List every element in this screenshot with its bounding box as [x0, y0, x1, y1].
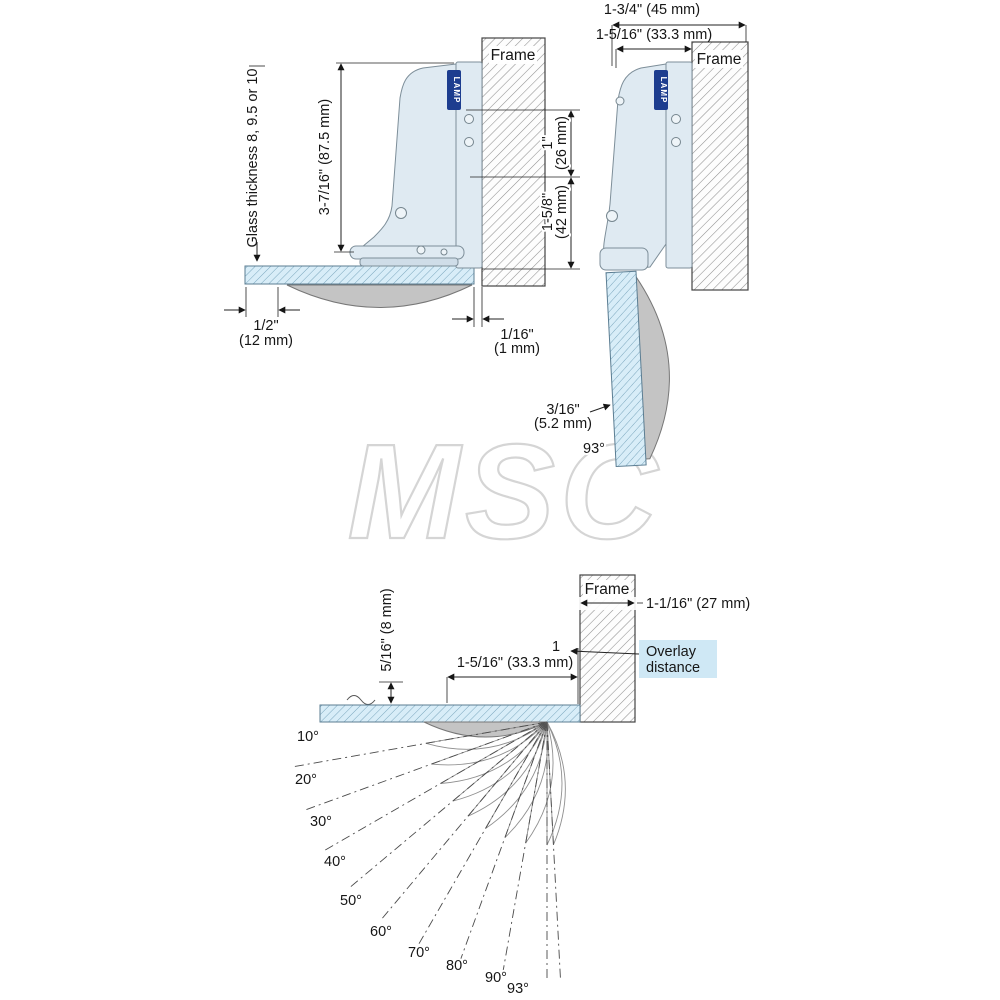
door-bumper-closed: [423, 721, 548, 738]
door-angle-label: 93°: [507, 981, 529, 997]
door-swing-position: [323, 721, 548, 852]
hinge-arm: [360, 63, 457, 248]
glass-panel: [244, 265, 475, 285]
hinge-screw: [464, 114, 474, 124]
door-swing-position: [292, 721, 548, 768]
frame-label: Frame: [697, 51, 742, 68]
door-swing-position: [304, 721, 548, 811]
door-thickness-label: 3/16": [546, 402, 579, 418]
hinge-backplate: [455, 61, 483, 269]
door-angle-label: 10°: [297, 729, 319, 745]
door-angle-label: 90°: [485, 970, 507, 986]
center-dimension-chain: 1" (26 mm) 1-5/8" (42 mm): [466, 109, 580, 270]
msc-watermark: MSC: [348, 416, 663, 567]
hinge-screw: [671, 114, 681, 124]
overlay-callout-box: [639, 640, 717, 678]
open-angle-label: 93°: [583, 441, 605, 457]
door-swing-position: [380, 721, 548, 920]
hinge-screw: [440, 248, 448, 256]
door-swing-line: [323, 721, 548, 852]
door-swing-position: [546, 721, 566, 980]
door-bumper: [286, 284, 473, 308]
top-dim-label: 1-3/4" (45 mm): [604, 2, 700, 18]
door-angle-label: 50°: [340, 893, 362, 909]
hinge-screw: [416, 245, 426, 255]
door-blade-outline: [431, 721, 548, 766]
door-blade-outline: [425, 721, 548, 750]
door-angle-label: 40°: [324, 854, 346, 870]
door-thickness-mm-label: (5.2 mm): [534, 416, 592, 432]
lower-dim-label: 1-5/8": [540, 193, 556, 231]
frame-label-bg: [695, 50, 743, 68]
door-blade-outline: [452, 721, 548, 802]
overlay-callout-line1: Overlay: [646, 644, 697, 660]
door-swing-line: [292, 721, 548, 768]
gap-dim-mm-label: (1 mm): [494, 341, 540, 357]
brand-badge: [447, 70, 461, 110]
frame-left: [481, 37, 546, 287]
hinge-screw: [615, 96, 625, 106]
height-dim-label: 3-7/16" (87.5 mm): [317, 99, 333, 215]
hinge-screw: [606, 210, 618, 222]
door-swing-line: [380, 721, 548, 920]
door-swing-line: [546, 721, 561, 980]
glass-edge-dim-label: 1/2": [253, 318, 278, 334]
overlay-callout-line2: distance: [646, 660, 700, 676]
brand-label: LAMP: [659, 77, 668, 104]
hinge-screw: [395, 207, 407, 219]
frame-width-label: 1-1/16" (27 mm): [646, 596, 750, 612]
upper-dim-label: 1": [540, 136, 556, 149]
door-blade-outline: [525, 721, 554, 844]
glass-thickness-label: Glass thickness 8, 9.5 or 10: [245, 69, 261, 248]
offset-dim-label: 5/16" (8 mm): [379, 588, 395, 671]
glass-door-open: [605, 270, 647, 468]
door-swing-position: [546, 721, 563, 980]
glass-panel: [319, 704, 581, 723]
brand-badge: [654, 70, 668, 110]
leader-arrow: [570, 647, 640, 655]
door-swing-line: [349, 721, 548, 889]
hinge-knuckle: [599, 247, 649, 271]
door-swing-line: [304, 721, 548, 811]
bottom-swing-diagram: Frame 1-1/16" (27 mm) Overlay distance 1…: [292, 574, 750, 999]
door-swing-position: [349, 721, 548, 889]
overlay-dim-label: 1-5/16" (33.3 mm): [596, 27, 712, 43]
door-angle-label: 80°: [446, 958, 468, 974]
break-squiggle: [346, 695, 376, 705]
hinge-screw: [671, 137, 681, 147]
frame-label-bg: [489, 46, 537, 64]
frame-label: Frame: [585, 581, 630, 598]
door-swing-position: [417, 721, 548, 946]
door-angle-label: 60°: [370, 924, 392, 940]
door-blade-outline: [546, 721, 563, 846]
hinge-clamp-pad: [359, 257, 459, 267]
brand-label: LAMP: [452, 77, 461, 104]
door-blade-outline: [467, 721, 548, 817]
door-blade-outline: [485, 721, 548, 829]
overlay-ref-label: 1: [552, 639, 560, 655]
lower-dim-mm-label: (42 mm): [554, 185, 570, 239]
gap-dim-label: 1/16": [500, 327, 533, 343]
top-right-section-view: Frame 1-3/4" (45 mm) 1-5/16" (33.3 mm) L…: [532, 2, 749, 468]
top-left-section-view: Frame LAMP Glass thickness 8, 9.5 or 10 …: [224, 37, 546, 359]
frame-label: Frame: [491, 47, 536, 64]
door-swing-line: [417, 721, 548, 946]
frame-right: [691, 41, 749, 291]
overlay-dim-label: 1-5/16" (33.3 mm): [457, 655, 573, 671]
leader-arrow: [589, 403, 611, 413]
upper-dim-mm-label: (26 mm): [554, 116, 570, 170]
door-blade-outline: [440, 721, 548, 784]
hinge-screw: [464, 137, 474, 147]
door-angle-label: 70°: [408, 945, 430, 961]
door-angle-label: 20°: [295, 772, 317, 788]
hinge-backplate: [665, 61, 693, 269]
door-swing-line: [458, 721, 548, 965]
open-door-group: [605, 270, 670, 468]
frame-label-bg: [583, 580, 631, 598]
door-swing-fan: 10° 20° 30° 40° 50° 60° 70° 80° 90°93°: [292, 721, 566, 999]
door-blade-outline: [546, 721, 566, 846]
glass-edge-dim-mm-label: (12 mm): [239, 333, 293, 349]
door-angle-label: 30°: [310, 814, 332, 830]
